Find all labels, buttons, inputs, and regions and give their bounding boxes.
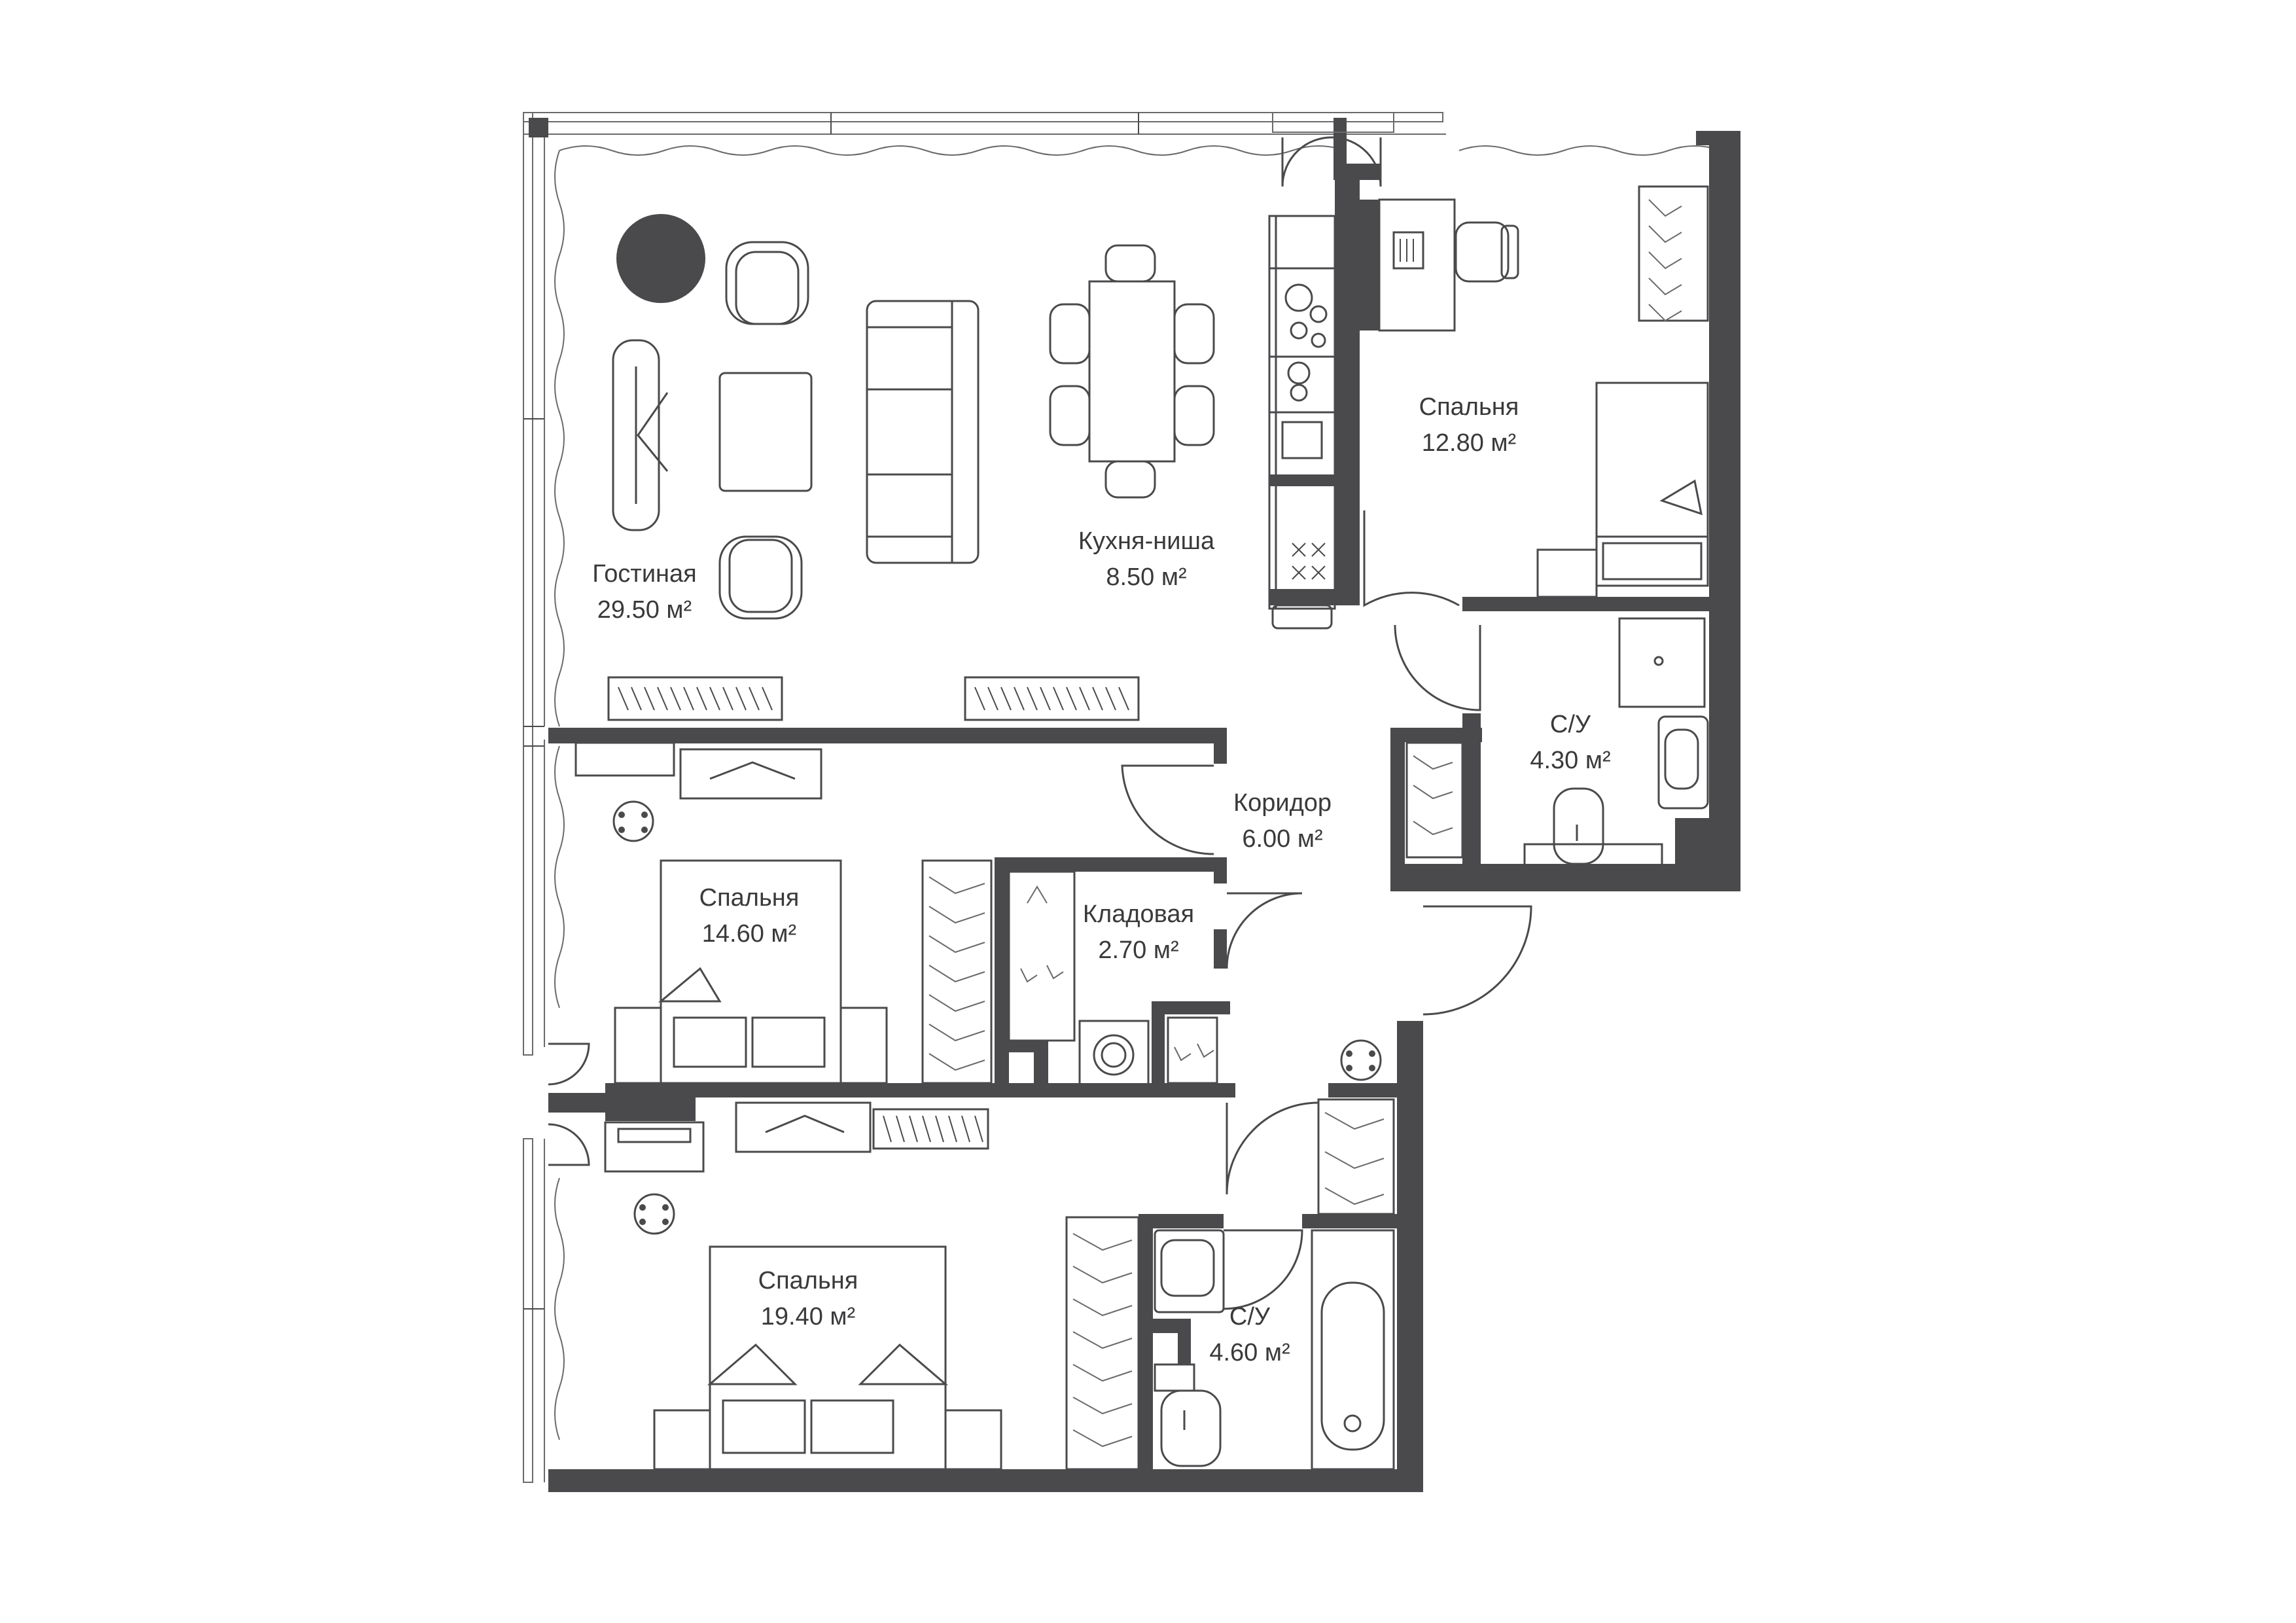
plant-icon bbox=[616, 214, 705, 303]
room-area: 4.30 м² bbox=[1530, 747, 1611, 775]
sofa-icon bbox=[866, 300, 980, 564]
toilet-icon bbox=[1523, 787, 1663, 866]
bed-icon bbox=[653, 1245, 1002, 1471]
wardrobe-hanger-icon bbox=[1065, 1098, 1395, 1471]
coffee-table-icon bbox=[718, 372, 813, 492]
room-area: 2.70 м² bbox=[1098, 936, 1179, 965]
room-name: Гостиная bbox=[592, 560, 697, 588]
room-name: Спальня bbox=[1419, 393, 1519, 421]
room-name: С/У bbox=[1229, 1303, 1271, 1330]
room-label-living: Гостиная 29.50 м² bbox=[592, 556, 697, 628]
door-swing-icon bbox=[548, 112, 1532, 1310]
room-label-storage: Кладовая 2.70 м² bbox=[1083, 897, 1194, 969]
room-label-kitchen: Кухня-ниша 8.50 м² bbox=[1078, 524, 1214, 596]
desk-icon bbox=[574, 741, 822, 800]
room-name: Кухня-ниша bbox=[1078, 527, 1215, 555]
room-area: 12.80 м² bbox=[1421, 429, 1517, 457]
window-icon bbox=[523, 112, 1722, 1483]
room-label-bedroom1: Спальня 12.80 м² bbox=[1419, 389, 1519, 461]
toilet-icon bbox=[1154, 1363, 1222, 1467]
room-area: 8.50 м² bbox=[1106, 563, 1187, 592]
radiator-icon bbox=[607, 676, 1140, 1150]
sink-icon bbox=[1618, 617, 1709, 810]
room-area: 14.60 м² bbox=[701, 920, 797, 948]
room-name: Спальня bbox=[699, 884, 800, 912]
room-name: Коридор bbox=[1233, 789, 1332, 817]
room-name: Кладовая bbox=[1082, 901, 1195, 928]
room-label-bath1: С/У 4.30 м² bbox=[1530, 707, 1610, 779]
sink-icon bbox=[1154, 1229, 1225, 1313]
room-label-corridor: Коридор 6.00 м² bbox=[1233, 785, 1332, 857]
wardrobe-hanger-icon bbox=[1405, 741, 1464, 859]
room-name: Спальня bbox=[758, 1267, 858, 1294]
washing-machine-icon bbox=[1008, 870, 1218, 1088]
room-area: 4.60 м² bbox=[1209, 1339, 1290, 1367]
bed-icon bbox=[1536, 382, 1709, 598]
room-label-bedroom3: Спальня 19.40 м² bbox=[758, 1263, 858, 1335]
wardrobe-hanger-icon bbox=[1638, 185, 1709, 322]
room-area: 29.50 м² bbox=[597, 596, 692, 624]
room-label-bedroom2: Спальня 14.60 м² bbox=[699, 880, 800, 952]
dining-table-icon bbox=[1049, 244, 1215, 499]
round-table-icon bbox=[612, 800, 1382, 1235]
stove-icon bbox=[1268, 215, 1336, 630]
armchair-icon bbox=[718, 241, 809, 620]
wardrobe-hanger-icon bbox=[921, 859, 993, 1084]
room-label-bath2: С/У 4.60 м² bbox=[1209, 1299, 1290, 1371]
room-name: С/У bbox=[1549, 711, 1591, 738]
tv-icon bbox=[612, 339, 669, 531]
desk-icon bbox=[604, 1101, 872, 1173]
room-area: 6.00 м² bbox=[1242, 825, 1323, 853]
room-area: 19.40 м² bbox=[760, 1303, 856, 1331]
bed-icon bbox=[614, 859, 888, 1084]
bathtub-icon bbox=[1311, 1229, 1395, 1471]
floor-plan-walls bbox=[529, 118, 1740, 1492]
desk-icon bbox=[1378, 198, 1519, 332]
